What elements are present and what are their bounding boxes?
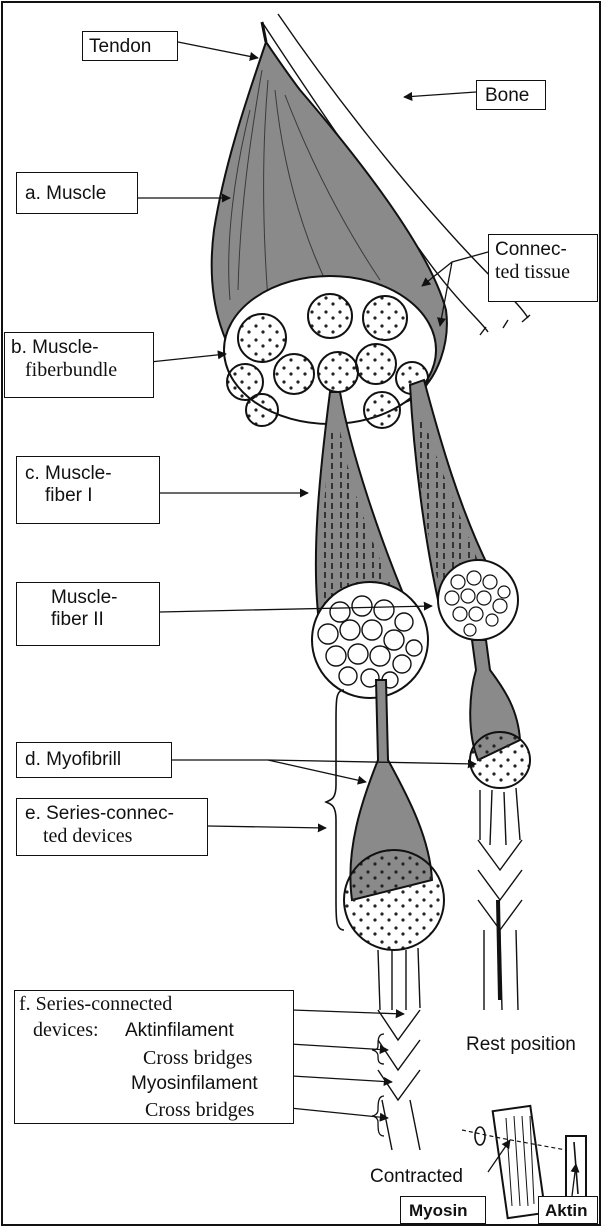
label-rest-position: Rest position xyxy=(466,1034,576,1056)
label-fiberbundle-line2: fiberbundle xyxy=(11,359,147,382)
label-aktin: Aktin xyxy=(538,1196,598,1224)
label-muscle: a. Muscle xyxy=(16,172,138,214)
label-series-line2: ted devices xyxy=(25,825,199,848)
myofibrill-right xyxy=(470,640,530,1010)
label-connected-tissue-line1: Connec- xyxy=(495,239,591,261)
label-myofibrill-text: d. Myofibrill xyxy=(25,749,121,770)
label-bone: Bone xyxy=(476,80,546,110)
label-fiber-2-line1: Muscle- xyxy=(51,587,151,609)
label-muscle-fiber-2: Muscle- fiber II xyxy=(16,582,160,646)
leader-myofibrill-right xyxy=(268,760,476,764)
muscle-fiber-2 xyxy=(410,380,518,640)
label-aktin-text: Aktin xyxy=(545,1201,588,1220)
label-connected-tissue-line2: ted tissue xyxy=(495,261,591,284)
muscle-fiber-1 xyxy=(312,392,428,698)
label-myofibrill: d. Myofibrill xyxy=(16,742,172,778)
leader-cross-bridges-1 xyxy=(290,1044,388,1050)
leader-tendon xyxy=(178,42,258,58)
label-fiber-1-line2: fiber I xyxy=(25,485,151,507)
label-fiber-1-line1: c. Muscle- xyxy=(25,463,151,485)
leader-series xyxy=(208,826,326,828)
label-fiberbundle-line1: b. Muscle- xyxy=(11,337,147,359)
label-tendon: Tendon xyxy=(82,31,178,61)
label-bone-text: Bone xyxy=(485,85,529,106)
leader-myosinfilament xyxy=(292,1076,392,1082)
label-myosin: Myosin xyxy=(400,1196,486,1224)
series-brace xyxy=(326,690,344,930)
label-f-cross-bridges-1: Cross bridges xyxy=(143,1047,252,1070)
leader-bone xyxy=(404,92,476,97)
label-series-connected: e. Series-connec- ted devices xyxy=(16,798,208,856)
label-series-line1: e. Series-connec- xyxy=(25,803,199,825)
label-myosin-text: Myosin xyxy=(409,1201,468,1220)
label-f-aktinfilament: Aktinfilament xyxy=(125,1020,234,1042)
label-contracted: Contracted xyxy=(370,1166,463,1188)
label-muscle-fiber-bundle: b. Muscle- fiberbundle xyxy=(4,332,154,398)
label-fiber-2-line2: fiber II xyxy=(51,609,151,631)
leader-myofibrill-left xyxy=(172,760,366,782)
label-f-title: f. Series-connected xyxy=(19,993,172,1016)
label-tendon-text: Tendon xyxy=(89,36,151,57)
label-series-connected-f: f. Series-connected devices: Aktinfilame… xyxy=(14,990,294,1124)
label-f-myosinfilament: Myosinfilament xyxy=(131,1073,258,1095)
label-f-cross-bridges-2: Cross bridges xyxy=(145,1099,254,1122)
label-muscle-fiber-1: c. Muscle- fiber I xyxy=(16,456,160,524)
leader-fiberbundle xyxy=(150,354,226,362)
label-connected-tissue: Connec- ted tissue xyxy=(488,234,598,302)
label-muscle-text: a. Muscle xyxy=(25,183,106,204)
label-f-devices: devices: xyxy=(33,1019,99,1042)
leader-aktinfilament xyxy=(292,1010,404,1014)
